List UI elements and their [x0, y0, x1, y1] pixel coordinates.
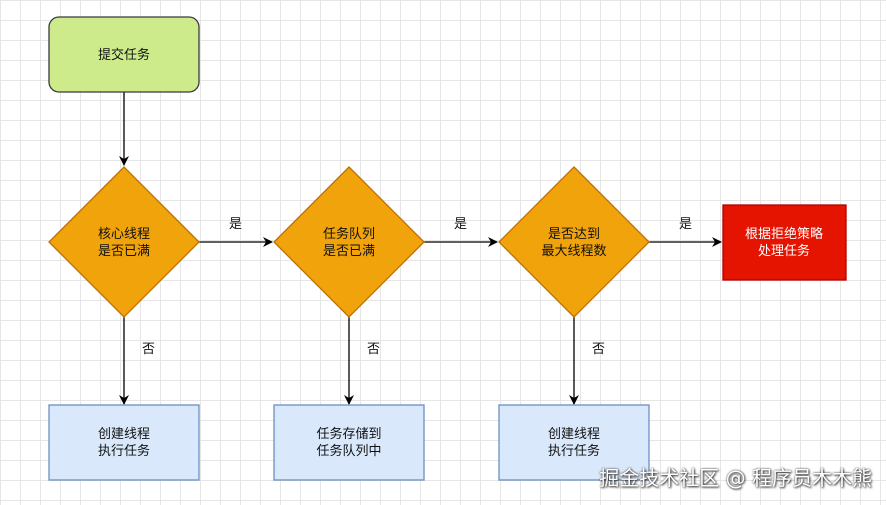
node-store-line2: 任务队列中: [316, 443, 381, 459]
edge-label-no-2: 否: [367, 342, 380, 357]
decision-queue-shape: [274, 167, 424, 317]
node-reject-border: [722, 204, 847, 281]
node-create-extra-line1: 创建线程: [548, 427, 600, 442]
edge-label-no-1: 否: [142, 342, 155, 357]
decision-core-shape: [49, 167, 199, 317]
decision-core-border: [48, 166, 200, 318]
node-create-extra-border: [498, 404, 650, 481]
node-create-extra-shape: [499, 405, 649, 480]
node-create-extra-line2: 执行任务: [548, 443, 600, 459]
decision-max-line2: 最大线程数: [541, 244, 606, 259]
node-reject: 根据拒绝策略 处理任务: [722, 204, 847, 281]
decision-max-line1: 是否达到: [548, 227, 600, 242]
node-create-core-line1: 创建线程: [98, 427, 150, 442]
decision-max-shape: [499, 167, 649, 317]
decision-max-reached: 是否达到 最大线程数: [498, 166, 650, 318]
node-reject-shape: [723, 205, 846, 280]
node-create-core-line2: 执行任务: [98, 443, 150, 459]
node-create-extra-thread: 创建线程 执行任务: [498, 404, 650, 481]
decision-core-full: 核心线程 是否已满: [48, 166, 200, 318]
decision-max-border: [498, 166, 650, 318]
edge-label-no-3: 否: [592, 342, 605, 357]
node-store-shape: [274, 405, 424, 480]
node-create-core-thread: 创建线程 执行任务: [48, 404, 200, 481]
decision-queue-border: [273, 166, 425, 318]
node-submit-shape: [49, 17, 199, 92]
edge-label-yes-3: 是: [679, 217, 692, 232]
decision-queue-line1: 任务队列: [323, 226, 375, 242]
decision-queue-line2: 是否已满: [323, 244, 375, 259]
node-create-core-shape: [49, 405, 199, 480]
node-submit-border: [48, 16, 200, 93]
node-store-line1: 任务存储到: [316, 426, 381, 442]
connectors: [119, 92, 722, 405]
node-reject-line1: 根据拒绝策略: [745, 226, 823, 242]
decision-core-line1: 核心线程: [98, 227, 150, 242]
edge-label-yes-1: 是: [229, 217, 242, 232]
edge-label-yes-2: 是: [454, 217, 467, 232]
node-submit-task: 提交任务: [48, 16, 200, 93]
watermark: 掘金技术社区 @ 程序员木木熊: [599, 466, 872, 490]
decision-core-line2: 是否已满: [98, 244, 150, 259]
node-store-in-queue: 任务存储到 任务队列中: [273, 404, 425, 481]
node-submit-label: 提交任务: [98, 47, 150, 63]
node-store-border: [273, 404, 425, 481]
node-reject-line2: 处理任务: [758, 243, 810, 259]
node-create-core-border: [48, 404, 200, 481]
decision-queue-full: 任务队列 是否已满: [273, 166, 425, 318]
